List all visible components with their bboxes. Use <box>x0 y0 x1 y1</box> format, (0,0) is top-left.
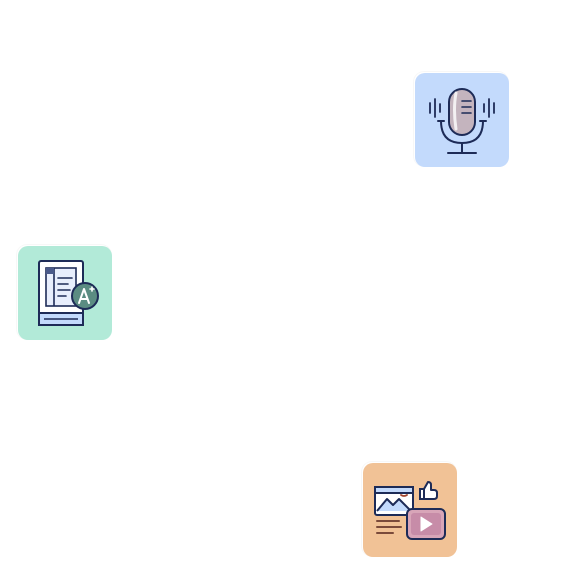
document-tile[interactable] <box>17 245 112 340</box>
social-media-content-icon <box>363 463 457 557</box>
microphone-icon <box>415 73 509 167</box>
document-translation-icon <box>18 246 112 340</box>
podcast-tile[interactable] <box>414 72 509 167</box>
social-media-tile[interactable] <box>362 462 457 557</box>
